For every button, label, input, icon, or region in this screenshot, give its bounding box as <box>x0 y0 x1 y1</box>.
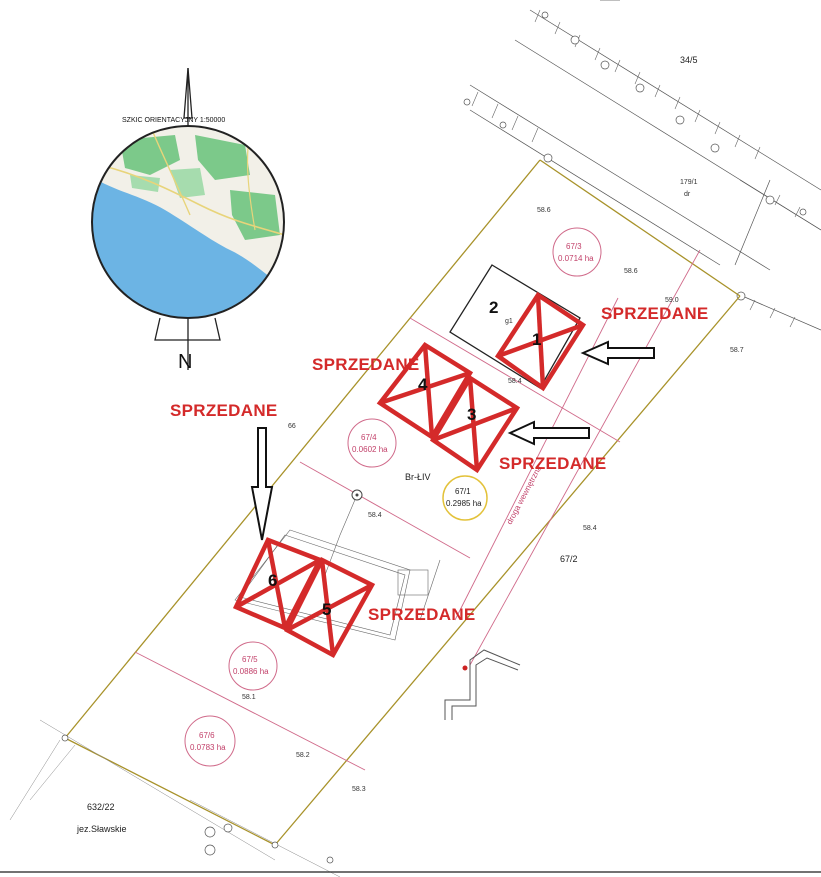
building-label: g1 <box>505 318 513 325</box>
parcel-markers <box>184 227 602 767</box>
sketch-title: SZKIC ORIENTACYJNY 1:50000 <box>122 117 225 124</box>
lot-number: 5 <box>322 600 331 619</box>
lake-label: jez.Sławskie <box>76 824 127 834</box>
survey-points-bottom <box>61 734 334 864</box>
parcel-boundaries <box>64 159 741 846</box>
parcel-area: 0.0602 ha <box>352 445 388 454</box>
elevation: 58.6 <box>624 268 638 275</box>
parcel-id: 67/1 <box>455 487 471 496</box>
elevation: 58.4 <box>368 512 382 519</box>
elevation: 59.0 <box>665 297 679 304</box>
lot-number: 1 <box>532 330 541 349</box>
elevation: 58.7 <box>730 347 744 354</box>
sold-label: SPRZEDANE <box>499 454 607 473</box>
sold-lots <box>232 291 587 659</box>
arrow-left-icon <box>507 420 590 446</box>
parcel-id: 67/4 <box>361 433 377 442</box>
sold-label: SPRZEDANE <box>312 355 420 374</box>
arrow-left-icon <box>580 340 655 366</box>
sold-label: SPRZEDANE <box>170 401 278 420</box>
road-lines <box>469 0 821 331</box>
utility-lines <box>234 494 441 641</box>
parcel-area: 0.0783 ha <box>190 743 226 752</box>
parcel-id: 67/3 <box>566 242 582 251</box>
secondary-lines <box>9 719 341 877</box>
parcel-id: 67/6 <box>199 731 215 740</box>
north-label: N <box>178 351 192 373</box>
survey-marker <box>462 665 468 671</box>
arrow-down-icon <box>250 427 274 541</box>
arrow-icons <box>250 340 655 541</box>
lot-number: 4 <box>418 375 428 394</box>
outbuilding <box>444 649 521 720</box>
internal-lines <box>134 249 701 771</box>
parcel-id: 67/5 <box>242 655 258 664</box>
parcel-area: 0.2985 ha <box>446 499 482 508</box>
parcel-area: 0.0886 ha <box>233 667 269 676</box>
fence-hatching <box>471 9 801 328</box>
elevation: 58.1 <box>242 694 256 701</box>
parcel-label: 66 <box>288 423 296 430</box>
lot-number: 2 <box>489 298 498 317</box>
elevation: 58.2 <box>296 752 310 759</box>
parcel-label: dr <box>684 191 691 198</box>
elevation: 58.6 <box>537 207 551 214</box>
orientation-sketch: SZKIC ORIENTACYJNY 1:50000 N <box>91 67 285 373</box>
sold-label: SPRZEDANE <box>601 304 709 323</box>
elevation: 58.4 <box>508 378 522 385</box>
parcel-area: 0.0714 ha <box>558 254 594 263</box>
parcel-label: 67/2 <box>560 554 578 564</box>
parcel-label: 632/22 <box>87 802 115 812</box>
parcel-label: 34/5 <box>680 55 698 65</box>
lot-number: 3 <box>467 405 476 424</box>
elevation: 58.4 <box>583 525 597 532</box>
survey-points <box>463 11 807 301</box>
soil-class-label: Br-ŁIV <box>405 472 431 482</box>
parcel-label: 179/1 <box>680 179 698 186</box>
elevation: 58.3 <box>352 786 366 793</box>
lot-number: 6 <box>268 571 277 590</box>
sold-label: SPRZEDANE <box>368 605 476 624</box>
